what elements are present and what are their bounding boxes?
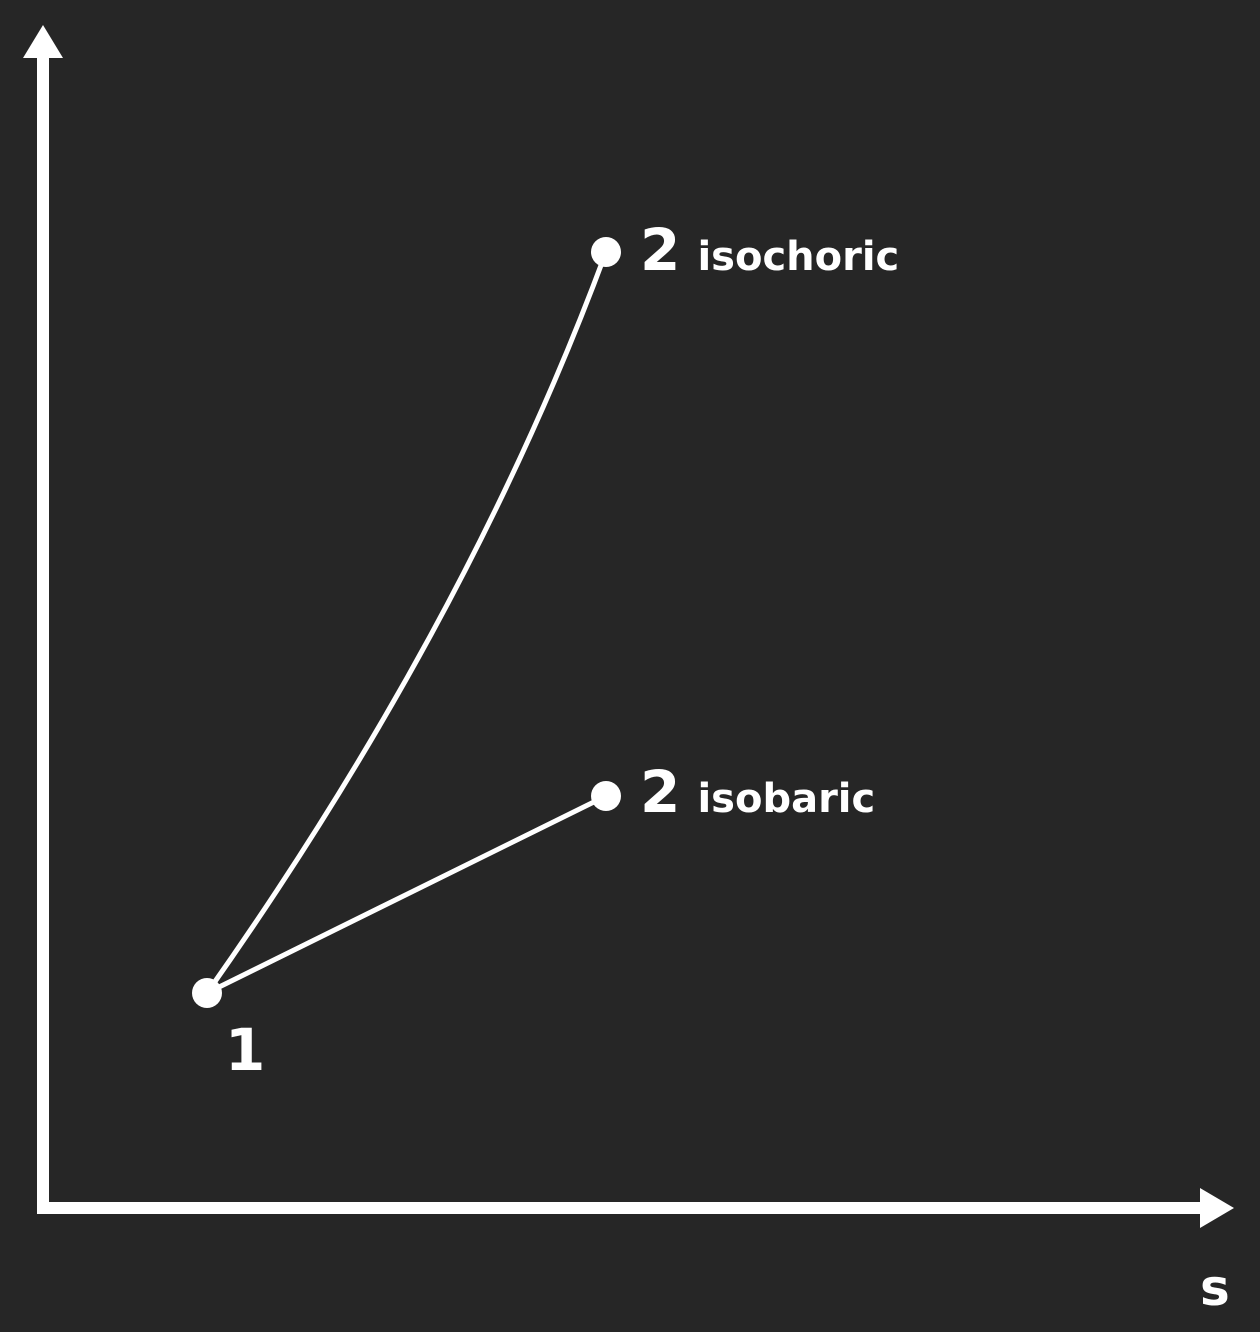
y-axis-arrowhead (23, 25, 63, 58)
state-2-isobaric-subscript: isobaric (697, 776, 875, 822)
isobaric-process-line (205, 793, 608, 996)
state-1-label: 1 (225, 1016, 265, 1084)
state-2-isobaric-number: 2 (640, 758, 680, 826)
state-2-isobaric-label: 2 isobaric (640, 758, 875, 826)
isochoric-process-curve (204, 251, 609, 995)
state-2-isobaric-point (591, 781, 621, 811)
x-axis-arrowhead (1200, 1188, 1234, 1228)
state-2-isochoric-point (591, 237, 621, 267)
x-axis-label: s (1200, 1259, 1230, 1317)
state-2-isochoric-subscript: isochoric (697, 234, 899, 280)
state-2-isochoric-number: 2 (640, 216, 680, 284)
state-2-isochoric-label: 2 isochoric (640, 216, 899, 284)
state-1-point (192, 978, 222, 1008)
